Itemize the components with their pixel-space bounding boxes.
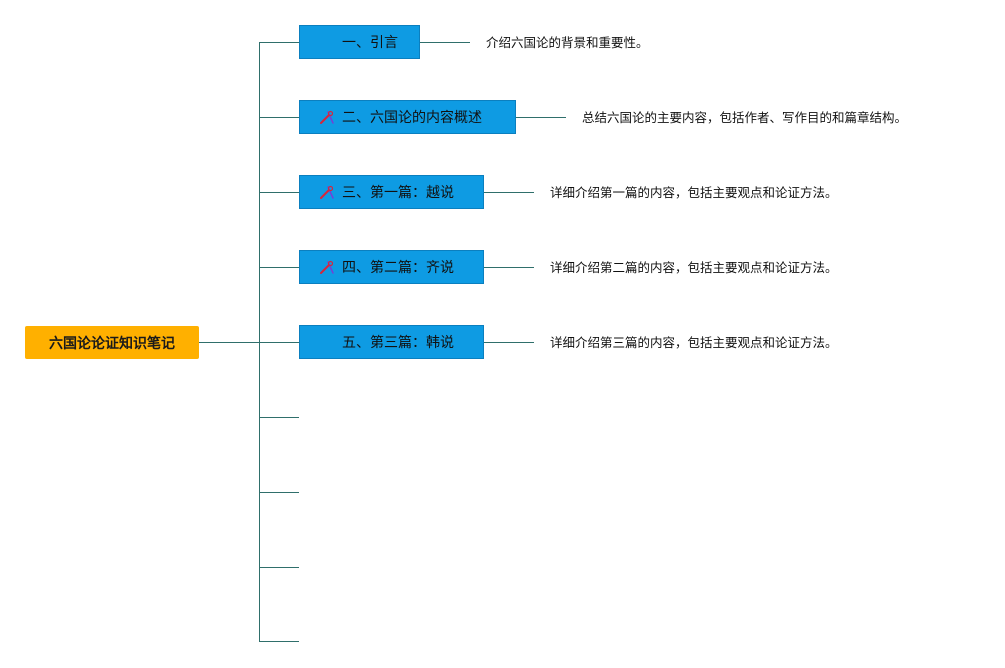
empty-branch-2 [259, 492, 299, 493]
topic-first-chapter[interactable]: 三、第一篇：越说 [299, 175, 484, 209]
root-topic[interactable]: 六国论论证知识笔记 [25, 326, 199, 359]
branch-connector-5 [259, 342, 299, 343]
desc-connector-4 [484, 267, 534, 268]
topic-description: 详细介绍第一篇的内容，包括主要观点和论证方法。 [550, 185, 838, 200]
branch-connector-1 [259, 42, 299, 43]
topic-description: 总结六国论的主要内容，包括作者、写作目的和篇章结构。 [582, 110, 908, 125]
empty-branch-3 [259, 567, 299, 568]
desc-connector-3 [484, 192, 534, 193]
desc-connector-5 [484, 342, 534, 343]
topic-description: 介绍六国论的背景和重要性。 [486, 35, 649, 50]
branch-connector-3 [259, 192, 299, 193]
root-topic-label: 六国论论证知识笔记 [49, 335, 175, 352]
topic-second-chapter[interactable]: 四、第二篇：齐说 [299, 250, 484, 284]
empty-branch-4 [259, 641, 299, 642]
root-connector [199, 342, 259, 343]
topic-label: 五、第三篇：韩说 [342, 335, 454, 351]
topic-label: 二、六国论的内容概述 [342, 110, 482, 126]
tools-icon [318, 108, 336, 126]
empty-branch-1 [259, 417, 299, 418]
topic-introduction[interactable]: 一、引言 [299, 25, 420, 59]
desc-connector-2 [516, 117, 566, 118]
topic-label: 一、引言 [342, 35, 398, 51]
topic-description: 详细介绍第二篇的内容，包括主要观点和论证方法。 [550, 260, 838, 275]
topic-third-chapter[interactable]: 五、第三篇：韩说 [299, 325, 484, 359]
branch-connector-2 [259, 117, 299, 118]
branch-connector-4 [259, 267, 299, 268]
topic-label: 三、第一篇：越说 [342, 185, 454, 201]
tools-icon [318, 183, 336, 201]
desc-connector-1 [420, 42, 470, 43]
tools-icon [318, 258, 336, 276]
topic-content-overview[interactable]: 二、六国论的内容概述 [299, 100, 516, 134]
topic-description: 详细介绍第三篇的内容，包括主要观点和论证方法。 [550, 335, 838, 350]
topic-label: 四、第二篇：齐说 [342, 260, 454, 276]
